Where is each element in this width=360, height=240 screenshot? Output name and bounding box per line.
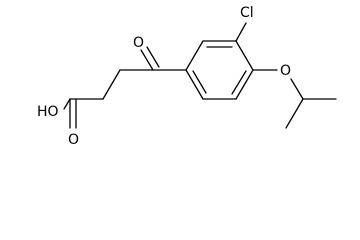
- benzene-ring: [185, 40, 254, 100]
- acid-carbonyl-oxygen-label: O: [68, 132, 79, 148]
- hydroxyl-label: HO: [37, 104, 59, 120]
- bond-acid-hydroxyl: [63, 98, 71, 110]
- ketone-double-bond: [140, 49, 154, 71]
- bond-ring-chlorine: [235, 22, 247, 42]
- ring-bond: [185, 69, 204, 100]
- chemical-structure: Cl O O HO O: [37, 5, 337, 148]
- ring-double-bond: [231, 70, 247, 95]
- ring-bond: [235, 69, 254, 100]
- ring-double-bond: [192, 70, 207, 94]
- bond-oxygen-isopropyl: [290, 78, 304, 100]
- ring-bond: [185, 40, 204, 71]
- bond-chain-2: [102, 69, 121, 100]
- ring-bond: [235, 40, 254, 71]
- ketone-double-bond: [146, 46, 160, 68]
- chlorine-label: Cl: [240, 5, 254, 21]
- ether-oxygen-label: O: [280, 63, 291, 79]
- bond-isopropyl-methyl-left: [285, 98, 304, 129]
- ketone-oxygen-label: O: [133, 35, 144, 51]
